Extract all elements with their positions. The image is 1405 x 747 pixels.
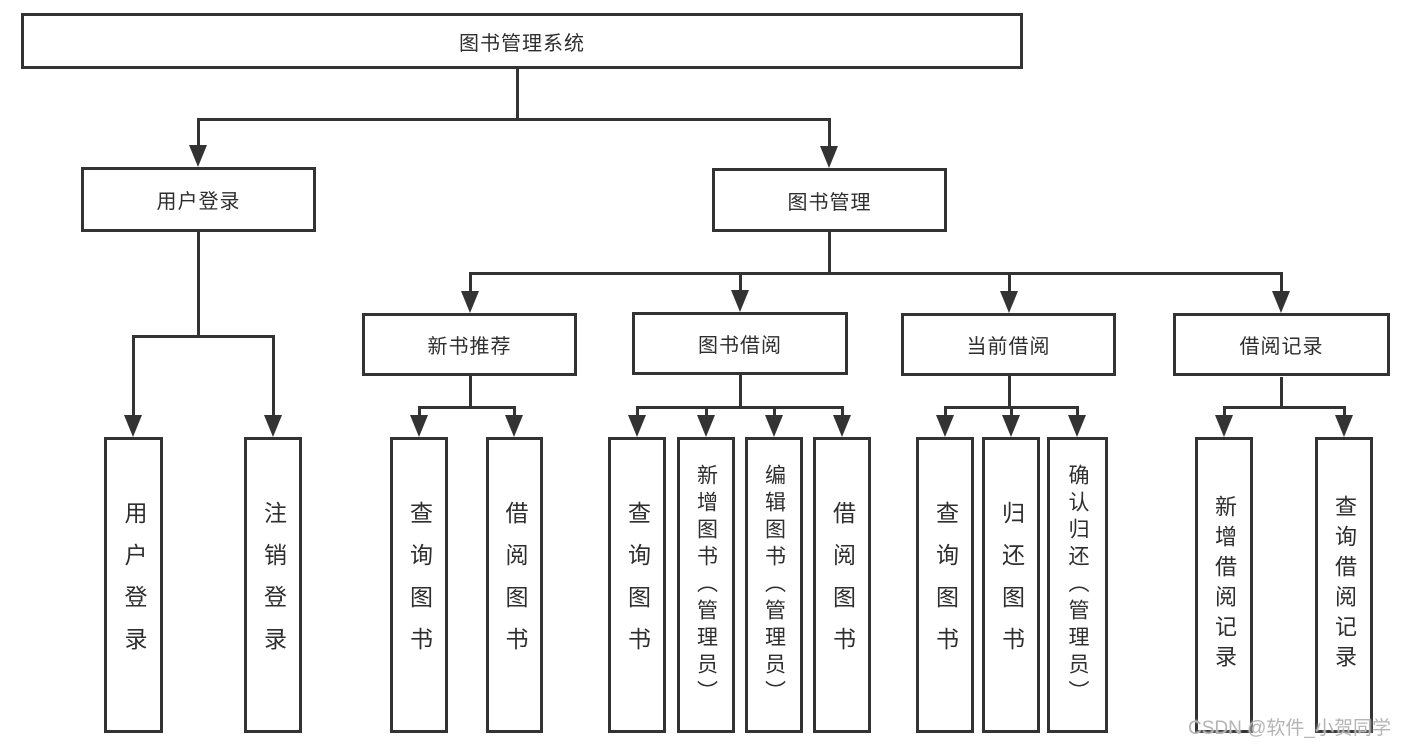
connector-line — [272, 335, 275, 417]
connector-line — [516, 69, 519, 118]
connector-line — [1343, 406, 1346, 416]
connector-line — [197, 118, 200, 147]
leaf-borrow-book-recommend-label: 借阅图书 — [502, 501, 528, 669]
connector-line — [513, 406, 516, 416]
arrow-down-icon — [833, 415, 851, 437]
arrow-down-icon — [628, 415, 646, 437]
arrow-down-icon — [124, 415, 142, 437]
arrow-down-icon — [820, 146, 838, 168]
leaf-add-book-admin: 新增图书（管理员） — [677, 437, 735, 733]
leaf-borrow-book-recommend: 借阅图书 — [486, 437, 543, 733]
connector-line — [1223, 406, 1226, 416]
connector-line — [944, 406, 947, 416]
connector-line — [1008, 272, 1011, 292]
leaf-query-book-current-label: 查询图书 — [932, 501, 959, 669]
leaf-user-login-label: 用户登录 — [121, 501, 147, 669]
connector-line — [739, 375, 742, 406]
connector-line — [828, 232, 831, 272]
arrow-down-icon — [1000, 291, 1018, 313]
arrow-down-icon — [1215, 415, 1233, 437]
leaf-query-book-borrow: 查询图书 — [608, 437, 666, 733]
node-borrow-records-label: 借阅记录 — [1239, 336, 1324, 358]
leaf-confirm-return-admin: 确认归还（管理员） — [1047, 437, 1108, 733]
connector-line — [705, 406, 708, 416]
connector-line — [197, 232, 200, 335]
node-current-borrow: 当前借阅 — [901, 313, 1116, 376]
leaf-borrow-book: 借阅图书 — [813, 437, 871, 733]
node-book-borrow-label: 图书借阅 — [698, 335, 782, 357]
connector-line — [418, 406, 516, 409]
arrow-down-icon — [264, 415, 282, 437]
connector-line — [1280, 272, 1283, 292]
connector-line — [1008, 376, 1011, 406]
connector-line — [132, 335, 275, 338]
arrow-down-icon — [189, 145, 207, 167]
arrow-down-icon — [1068, 415, 1086, 437]
leaf-user-login: 用户登录 — [104, 437, 163, 733]
node-current-borrow-label: 当前借阅 — [966, 336, 1051, 358]
connector-line — [1223, 406, 1345, 409]
leaf-logout-label: 注销登录 — [260, 501, 287, 669]
leaf-add-book-admin-label: 新增图书（管理员） — [694, 463, 718, 707]
node-borrow-records: 借阅记录 — [1173, 313, 1390, 376]
node-new-book-recommend: 新书推荐 — [362, 313, 577, 376]
node-book-management: 图书管理 — [712, 168, 947, 232]
node-root: 图书管理系统 — [21, 13, 1023, 69]
watermark: CSDN @软件_小贺同学 — [1188, 718, 1391, 739]
node-root-label: 图书管理系统 — [459, 32, 585, 55]
leaf-borrow-book-label: 借阅图书 — [829, 501, 856, 669]
connector-line — [739, 272, 742, 291]
connector-line — [773, 406, 776, 416]
connector-line — [841, 406, 844, 416]
leaf-add-borrow-record: 新增借阅记录 — [1195, 437, 1253, 733]
leaf-query-book-borrow-label: 查询图书 — [624, 501, 651, 669]
leaf-edit-book-admin-label: 编辑图书（管理员） — [762, 463, 786, 707]
arrow-down-icon — [505, 415, 523, 437]
leaf-add-borrow-record-label: 新增借阅记录 — [1212, 495, 1237, 675]
node-new-book-recommend-label: 新书推荐 — [427, 336, 512, 358]
node-book-management-label: 图书管理 — [787, 191, 872, 214]
arrow-down-icon — [1335, 415, 1353, 437]
arrow-down-icon — [765, 415, 783, 437]
leaf-return-book: 归还图书 — [982, 437, 1040, 733]
connector-line — [636, 406, 844, 409]
arrow-down-icon — [731, 290, 749, 312]
leaf-query-borrow-record-label: 查询借阅记录 — [1332, 495, 1357, 675]
leaf-edit-book-admin: 编辑图书（管理员） — [745, 437, 803, 733]
connector-line — [1076, 406, 1079, 416]
leaf-query-book-recommend: 查询图书 — [390, 437, 448, 733]
arrow-down-icon — [461, 291, 479, 313]
arrow-down-icon — [697, 415, 715, 437]
leaf-logout: 注销登录 — [244, 437, 302, 733]
connector-line — [469, 272, 1283, 275]
connector-line — [469, 376, 472, 406]
arrow-down-icon — [936, 415, 954, 437]
connector-line — [132, 335, 135, 417]
leaf-query-borrow-record: 查询借阅记录 — [1315, 437, 1373, 733]
node-user-login: 用户登录 — [81, 167, 316, 232]
connector-line — [1280, 377, 1283, 406]
arrow-down-icon — [1002, 415, 1020, 437]
connector-line — [418, 406, 421, 416]
leaf-query-book-current: 查询图书 — [916, 437, 974, 733]
arrow-down-icon — [1272, 291, 1290, 313]
leaf-confirm-return-admin-label: 确认归还（管理员） — [1066, 463, 1089, 707]
connector-line — [1010, 406, 1013, 416]
connector-line — [636, 406, 639, 416]
connector-line — [828, 118, 831, 148]
connector-line — [197, 118, 830, 121]
connector-line — [469, 272, 472, 292]
leaf-return-book-label: 归还图书 — [998, 501, 1025, 669]
leaf-query-book-recommend-label: 查询图书 — [406, 501, 433, 669]
arrow-down-icon — [410, 415, 428, 437]
node-book-borrow: 图书借阅 — [632, 312, 848, 375]
node-user-login-label: 用户登录 — [156, 191, 241, 213]
